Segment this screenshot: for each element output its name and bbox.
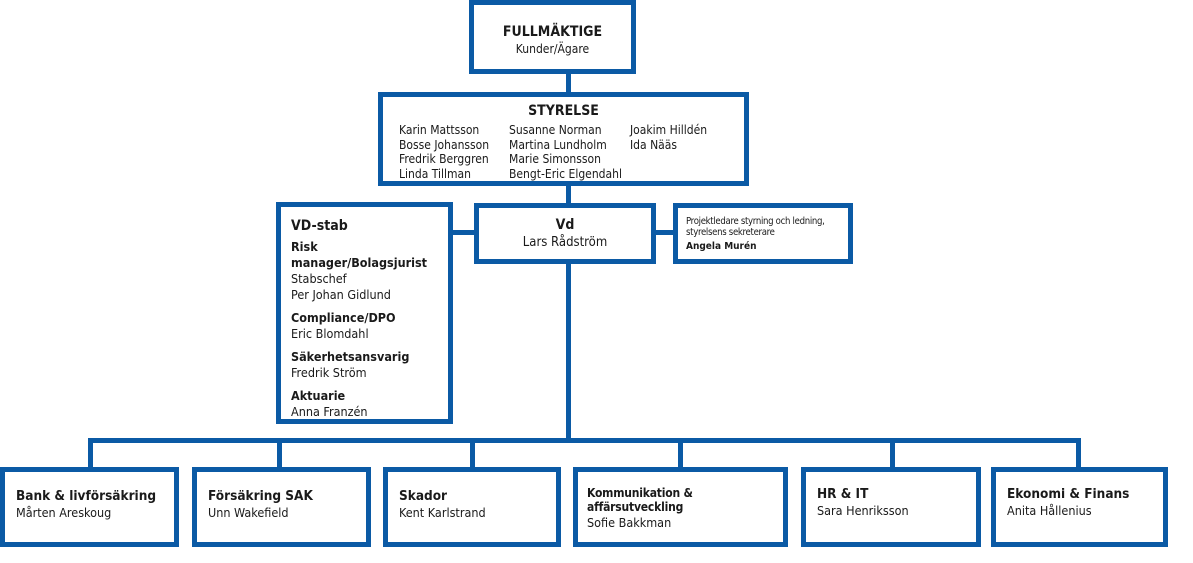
department-head: Unn Wakefield	[208, 505, 289, 520]
department-head: Sara Henriksson	[817, 503, 909, 518]
department-title: Bank & livförsäkring	[16, 488, 157, 504]
role-person: Per Johan Gidlund	[291, 287, 391, 302]
department-head: Kent Karlstrand	[399, 505, 486, 520]
role-person: Eric Blomdahl	[291, 326, 369, 341]
department-title: Skador	[399, 488, 448, 504]
connector	[566, 70, 571, 95]
fullmaktige-title: FULLMÄKTIGE	[502, 24, 603, 40]
member-column: Susanne Norman Martina Lundholm Marie Si…	[509, 123, 622, 181]
styrelse-box: STYRELSE Karin Mattsson Bosse Johansson …	[378, 92, 749, 186]
role-person: Fredrik Ström	[291, 365, 367, 380]
member: Joakim Hilldén	[630, 123, 708, 137]
member: Bosse Johansson	[399, 137, 490, 152]
member: Linda Tillman	[399, 166, 471, 181]
connector	[678, 438, 683, 470]
member: Susanne Norman	[509, 123, 602, 137]
vd-name: Lars Rådström	[522, 235, 608, 250]
role-title: Aktuarie	[291, 388, 346, 403]
role-line: Stabschef	[291, 271, 347, 286]
connector	[450, 230, 476, 235]
member: Bengt-Eric Elgendahl	[509, 166, 622, 181]
member: Marie Simonsson	[509, 152, 601, 166]
department-title: HR & IT	[817, 486, 869, 502]
connector	[652, 230, 676, 235]
role-title: Säkerhetsansvarig	[291, 349, 410, 364]
member-column: Joakim Hilldén Ida Nääs	[630, 123, 707, 152]
member: Ida Nääs	[630, 137, 678, 152]
vd-title: Vd	[555, 217, 575, 233]
department-head: Sofie Bakkman	[587, 515, 672, 530]
projektledare-box: Projektledare styrning och ledning, styr…	[673, 203, 853, 264]
role-title: Risk manager/Bolagsjurist	[291, 239, 428, 270]
department-title: Försäkring SAK	[208, 488, 313, 504]
fullmaktige-subtitle: Kunder/Ägare	[515, 42, 590, 56]
fullmaktige-box: FULLMÄKTIGE Kunder/Ägare	[469, 0, 636, 74]
vd-box: Vd Lars Rådström	[474, 203, 656, 264]
connector	[277, 438, 282, 470]
member-column: Karin Mattsson Bosse Johansson Fredrik B…	[399, 123, 489, 181]
projektledare-name: Angela Murén	[686, 241, 757, 252]
connector	[890, 438, 895, 470]
connector	[88, 438, 1081, 443]
connector	[1076, 438, 1081, 470]
member: Martina Lundholm	[509, 137, 607, 152]
department-head: Anita Hållenius	[1007, 503, 1092, 518]
department-head: Mårten Areskoug	[16, 505, 112, 520]
vdstab-title: VD-stab	[291, 218, 348, 234]
connector	[566, 182, 571, 206]
styrelse-title: STYRELSE	[528, 103, 599, 119]
role-title: Compliance/DPO	[291, 310, 396, 325]
vdstab-box: VD-stab Risk manager/Bolagsjurist Stabsc…	[276, 202, 453, 424]
connector	[470, 438, 475, 470]
department-title: Kommunikation & affärsutveckling	[587, 486, 693, 514]
projektledare-role: Projektledare styrning och ledning, styr…	[686, 216, 825, 238]
member: Fredrik Berggren	[399, 152, 489, 166]
department-title: Ekonomi & Finans	[1007, 486, 1130, 502]
member: Karin Mattsson	[399, 123, 480, 137]
connector	[566, 260, 571, 442]
role-person: Anna Franzén	[291, 404, 368, 419]
connector	[88, 438, 93, 470]
